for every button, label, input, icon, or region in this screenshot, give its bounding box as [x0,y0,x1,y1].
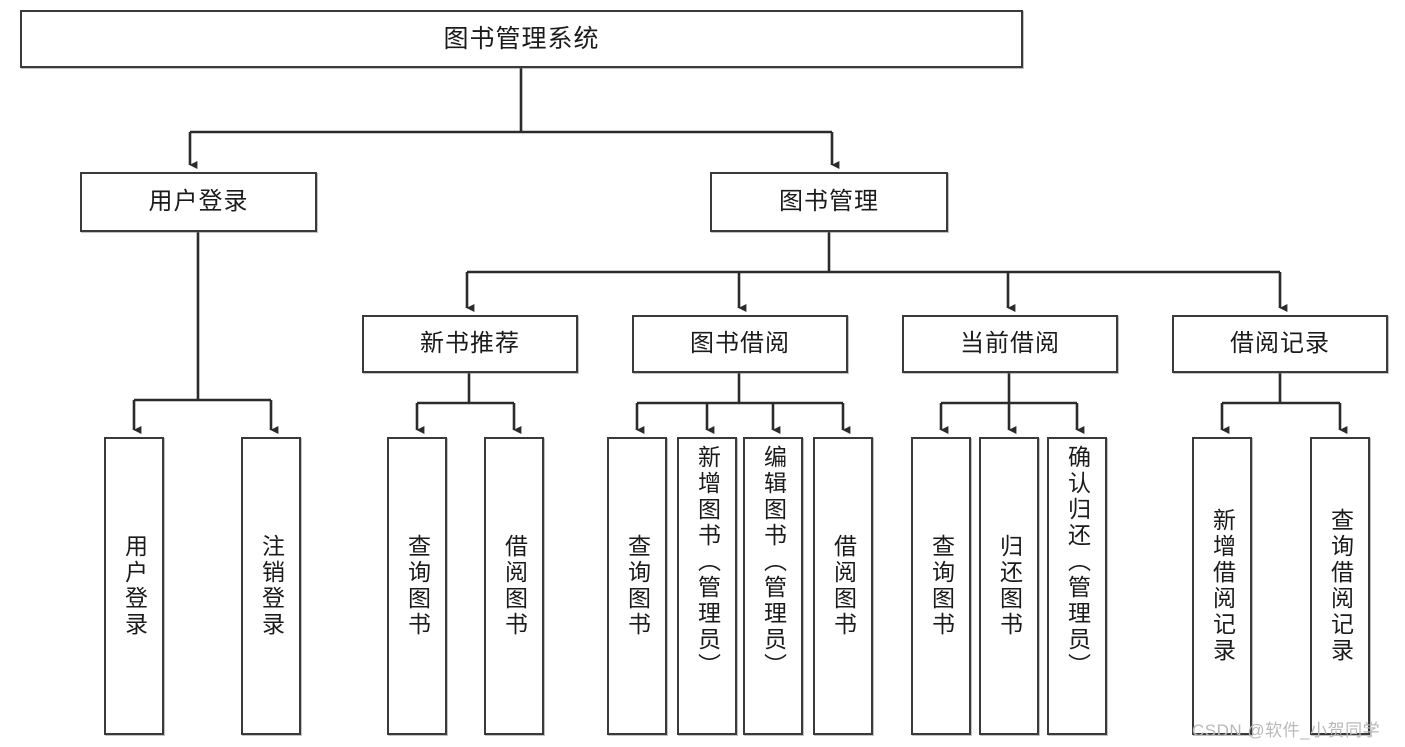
node-leaf-query-book-recommend[interactable]: 查询图书 [387,437,447,735]
node-label: 借阅图书 [830,534,857,638]
node-book-borrow[interactable]: 图书借阅 [632,315,848,373]
node-leaf-query-book-borrow[interactable]: 查询图书 [607,437,667,735]
node-label: 查询图书 [404,534,431,638]
node-label: 借阅记录 [1230,330,1330,358]
csdn-watermark: CSDN @软件_小贺同学 [1192,721,1381,740]
node-leaf-add-book-admin[interactable]: 新增图书（管理员） [677,437,737,735]
node-label: 归还图书 [996,534,1023,638]
node-label: 新增借阅记录 [1209,508,1236,664]
node-label: 查询图书 [624,534,651,638]
node-label: 图书管理系统 [443,24,600,53]
node-leaf-query-borrow-record[interactable]: 查询借阅记录 [1310,437,1370,735]
node-user-login[interactable]: 用户登录 [80,172,317,232]
node-book-management[interactable]: 图书管理 [710,172,948,232]
node-borrow-record[interactable]: 借阅记录 [1172,315,1388,373]
node-leaf-borrow-book[interactable]: 借阅图书 [813,437,873,735]
node-label: 查询图书 [928,534,955,638]
node-leaf-add-borrow-record[interactable]: 新增借阅记录 [1192,437,1252,735]
node-label: 借阅图书 [501,534,528,638]
node-leaf-return-book[interactable]: 归还图书 [979,437,1039,735]
node-leaf-borrow-book-recommend[interactable]: 借阅图书 [484,437,544,735]
node-label: 注销登录 [258,534,285,638]
node-label: 新增图书（管理员） [694,445,721,679]
node-label: 查询借阅记录 [1327,508,1354,664]
node-current-borrow[interactable]: 当前借阅 [902,315,1118,373]
node-root-book-management-system[interactable]: 图书管理系统 [20,10,1023,68]
node-new-book-recommend[interactable]: 新书推荐 [362,315,578,373]
node-label: 图书管理 [779,188,879,216]
node-label: 编辑图书（管理员） [760,445,787,679]
node-label: 图书借阅 [690,330,790,358]
node-label: 用户登录 [148,188,249,216]
node-leaf-query-book-current[interactable]: 查询图书 [911,437,971,735]
node-leaf-edit-book-admin[interactable]: 编辑图书（管理员） [743,437,803,735]
node-label: 确认归还（管理员） [1064,445,1091,679]
node-label: 当前借阅 [960,330,1060,358]
node-label: 新书推荐 [420,330,520,358]
node-leaf-confirm-return-admin[interactable]: 确认归还（管理员） [1047,437,1107,735]
node-label: 用户登录 [121,534,148,638]
node-leaf-logout[interactable]: 注销登录 [241,437,301,735]
node-leaf-user-login[interactable]: 用户登录 [104,437,164,735]
